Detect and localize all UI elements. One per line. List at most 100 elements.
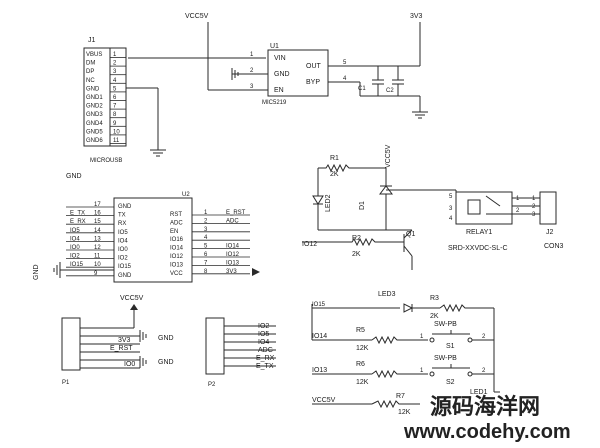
u1-num-4: 4: [343, 76, 347, 82]
u2-left-net: E_TX: [70, 211, 85, 217]
u2-right-pin: IO14: [170, 246, 184, 252]
p1-net-erst: E_RST: [110, 345, 133, 352]
s1-pin1: 1: [420, 334, 424, 340]
j1-pin-label: GND1: [86, 95, 103, 101]
u2-left-pin-number: 13: [94, 236, 101, 242]
p2-net-erx: E_RX: [256, 355, 275, 362]
u2-right-pin-number: 4: [204, 235, 208, 241]
p1-ref: P1: [62, 380, 70, 386]
u2-right-pin: VCC: [170, 271, 183, 277]
u1-pin-en: EN: [274, 87, 284, 94]
s2-label: S2: [446, 379, 455, 386]
u1-num-3: 3: [250, 84, 254, 90]
u2-right-net: E_RST: [226, 210, 246, 216]
u1-ref: U1: [270, 43, 279, 50]
j1-pin-number: 6: [113, 95, 117, 101]
u2-gnd-side: GND: [33, 264, 40, 280]
u2-gnd-top: GND: [66, 173, 82, 180]
p2-net-io4: IO4: [258, 339, 269, 346]
j2-body: [539, 191, 557, 225]
u2-left-pin: GND: [118, 204, 132, 210]
u1-body: [267, 49, 329, 97]
u2-right-net: IO14: [226, 244, 240, 250]
io14-net: IO14: [312, 333, 327, 340]
p1-body: [61, 317, 81, 371]
relay1-ref: RELAY1: [466, 229, 492, 236]
r6-value: 12K: [356, 379, 369, 386]
c1-label: C1: [358, 86, 366, 92]
u2-right-net: IO12: [226, 252, 240, 258]
u2-left-pin: IO5: [118, 230, 128, 236]
j1-ref: J1: [88, 37, 96, 44]
j1-pin-label: GND5: [86, 129, 103, 135]
j1-pin-number: 7: [113, 104, 117, 110]
j2-pin-1: 1: [532, 196, 536, 202]
u1-pin-vin: VIN: [274, 55, 286, 62]
u1-num-5: 5: [343, 60, 347, 66]
relay-pin-5: 5: [449, 194, 453, 200]
watermark: 源码海洋网 www.codehy.com: [403, 394, 571, 443]
u2-left-pin: RX: [118, 221, 126, 227]
vcc5v-label: VCC5V: [185, 13, 209, 20]
u2-right-net: ADC: [226, 218, 239, 224]
j1-pin-label: GND4: [86, 121, 103, 127]
3v3-label: 3V3: [410, 13, 423, 20]
j1-pin-label: GND: [86, 86, 100, 92]
u2-left-net: IO5: [70, 228, 80, 234]
u1-num-1: 1: [250, 52, 254, 58]
r5-label: R5: [356, 327, 365, 334]
bottom-vcc-label: VCC5V: [312, 397, 336, 404]
relay-vcc-label: VCC5V: [385, 144, 392, 168]
u2-right-net: 3V3: [226, 269, 237, 275]
relay1-body: [455, 191, 513, 225]
j1-name: MICROUSB: [90, 158, 122, 164]
s2-pin1: 1: [420, 368, 424, 374]
j1-pin-label: DP: [86, 69, 94, 75]
p1-net-io0: IO0: [124, 361, 135, 368]
j1-pin-label: VBUS: [86, 52, 102, 58]
u2-right-pin-number: 5: [204, 244, 208, 250]
j1-pin-number: 4: [113, 78, 117, 84]
p2-body: [205, 317, 225, 375]
j2-pin-2: 2: [532, 204, 536, 210]
relay-part: SRD-XXVDC-SL-C: [448, 245, 508, 252]
r7-value: 12K: [398, 409, 411, 416]
u2-left-pin: IO2: [118, 256, 128, 262]
s2-pin2: 2: [482, 368, 486, 374]
j1-pin-label: GND3: [86, 112, 103, 118]
u2-left-net: IO0: [70, 245, 80, 251]
j1-pin-label: DM: [86, 61, 95, 67]
u2-right-pin: EN: [170, 229, 178, 235]
u2-right-pin-number: 1: [204, 210, 208, 216]
j1-pin-number: 5: [113, 86, 117, 92]
r7-label: R7: [396, 393, 405, 400]
s2-name: SW-PB: [434, 355, 457, 362]
u2-right-pin: IO13: [170, 262, 184, 268]
u2-right-pin-number: 3: [204, 227, 208, 233]
u2-right-net: IO13: [226, 260, 240, 266]
p2-ref: P2: [208, 382, 216, 388]
u2-right-pin: ADC: [170, 220, 183, 226]
j2-pin-3: 3: [532, 212, 536, 218]
u2-left-pin-number: 16: [94, 211, 101, 217]
r3-value: 2K: [430, 313, 439, 320]
u1-name: MIC5219: [262, 100, 287, 106]
relay-pin-4: 4: [449, 216, 453, 222]
s1-name: SW-PB: [434, 321, 457, 328]
r2-value: 2K: [352, 251, 361, 258]
p2-net-etx: E_TX: [256, 363, 274, 370]
relay-pin-1: 1: [516, 196, 520, 202]
io13-net: IO13: [312, 367, 327, 374]
p2-section: IO2 IO5 IO4 ADC E_RX E_TX P2: [205, 317, 276, 388]
u2-left-net: IO15: [70, 262, 84, 268]
r2-label: R2: [352, 235, 361, 242]
j1-pin-number: 9: [113, 121, 117, 127]
io15-net: IO15: [312, 302, 326, 308]
q1-label: Q1: [406, 231, 415, 238]
led2-label: LED2: [325, 194, 332, 212]
u2-left-pin-number: 14: [94, 228, 101, 234]
u2-left-pin-number: 11: [94, 254, 101, 260]
u2-right-pin: IO16: [170, 237, 184, 243]
u2-right-pin-number: 6: [204, 252, 208, 258]
u2-right-pin: RST: [170, 212, 182, 218]
